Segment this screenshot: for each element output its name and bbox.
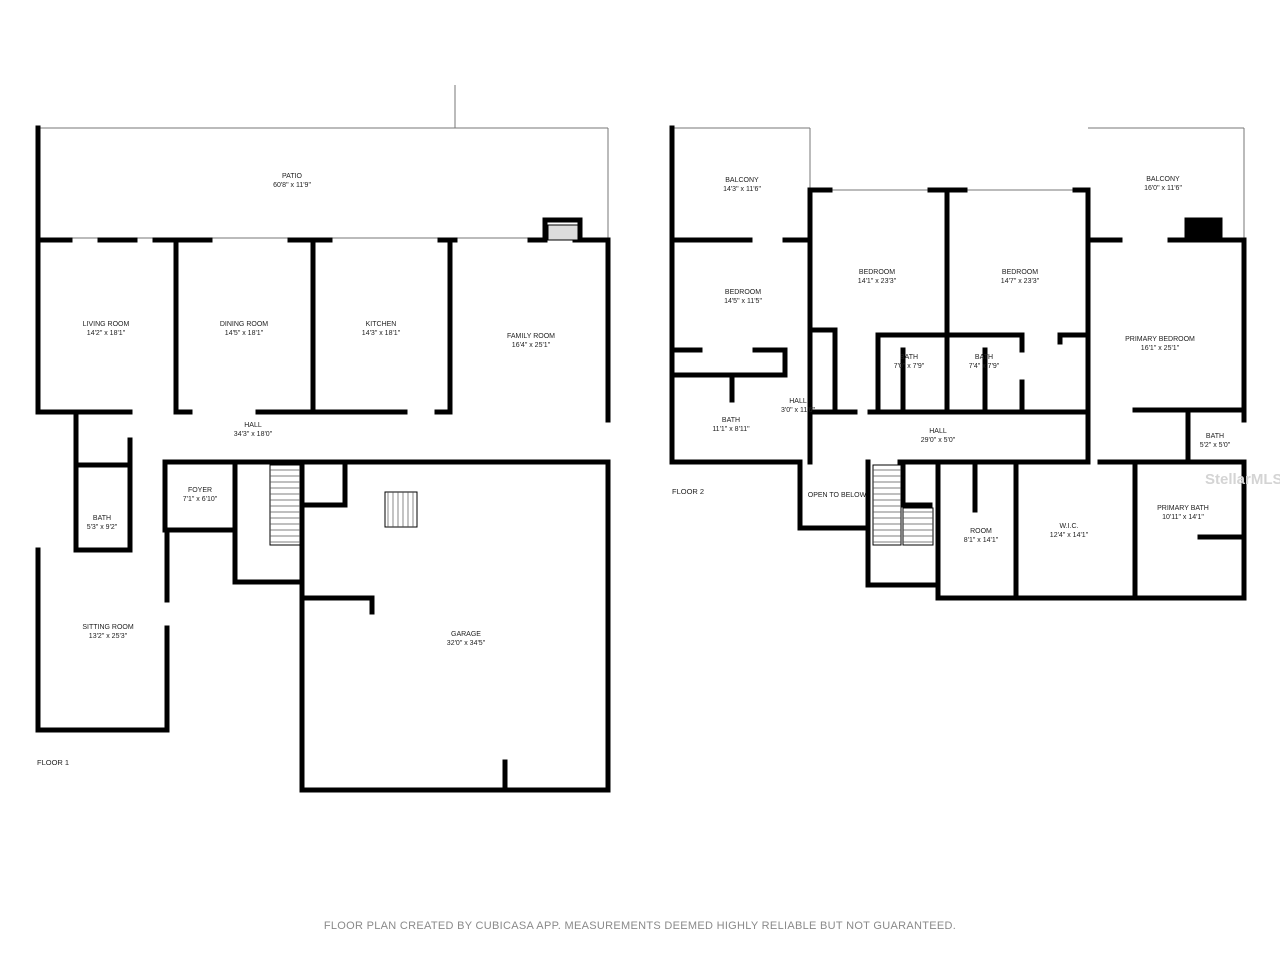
room-name: FAMILY ROOM: [507, 333, 555, 340]
room-name: PATIO: [282, 173, 303, 180]
room-name: BATH: [1206, 433, 1224, 440]
room-size: 14'3" x 18'1": [362, 330, 401, 337]
room-name: LIVING ROOM: [83, 321, 130, 328]
room-name: HALL: [929, 428, 947, 435]
room-name: BALCONY: [725, 177, 759, 184]
room-size: 16'4" x 25'1": [512, 342, 551, 349]
room-name: BATH: [900, 354, 918, 361]
room-size: 14'3" x 11'6": [723, 186, 761, 193]
room-name: BEDROOM: [725, 289, 761, 296]
room-size: 60'8" x 11'9": [273, 182, 311, 189]
room-size: 14'7" x 23'3": [1001, 278, 1040, 285]
room-size: 14'5" x 11'5": [724, 298, 762, 305]
room-size: 3'0" x 11'6": [781, 407, 815, 414]
room-size: 7'1" x 6'10": [183, 496, 218, 503]
room-name: GARAGE: [451, 631, 481, 638]
room-size: 7'0" x 7'9": [894, 363, 925, 370]
room-size: 12'4" x 14'1": [1050, 532, 1089, 539]
room-size: 14'2" x 18'1": [87, 330, 126, 337]
floor-2-label: FLOOR 2: [672, 487, 704, 496]
room-name: HALL: [789, 398, 807, 405]
room-label: HALL 34'3" x 18'0": [234, 422, 273, 438]
room-label: BEDROOM 14'5" x 11'5": [724, 289, 762, 305]
room-size: 34'3" x 18'0": [234, 431, 273, 438]
room-label: PRIMARY BATH 10'11" x 14'1": [1157, 505, 1209, 521]
staircase: [269, 464, 301, 546]
watermark-logo: StellarMLS: [1205, 471, 1280, 488]
room-name: OPEN TO BELOW: [808, 492, 867, 499]
room-label: BATH 5'2" x 5'0": [1200, 433, 1231, 449]
room-name: BEDROOM: [1002, 269, 1038, 276]
room-label: W.I.C. 12'4" x 14'1": [1050, 523, 1089, 539]
room-name: FOYER: [188, 487, 212, 494]
staircase: [902, 507, 934, 546]
room-size: 32'0" x 34'5": [447, 640, 486, 647]
staircase: [384, 491, 418, 528]
room-name: PRIMARY BATH: [1157, 505, 1209, 512]
room-label: GARAGE 32'0" x 34'5": [447, 631, 486, 647]
chimney: [1184, 217, 1223, 241]
room-size: 13'2" x 25'3": [89, 633, 128, 640]
room-label: BATH 11'1" x 8'11": [712, 417, 750, 433]
room-label: PATIO 60'8" x 11'9": [273, 173, 311, 189]
room-size: 5'3" x 9'2": [87, 524, 118, 531]
room-label: HALL 3'0" x 11'6": [781, 398, 815, 414]
room-name: BALCONY: [1146, 176, 1180, 183]
room-name: KITCHEN: [366, 321, 397, 328]
room-label: BATH 5'3" x 9'2": [87, 515, 118, 531]
room-name: HALL: [244, 422, 262, 429]
fireplace: [547, 224, 579, 241]
room-name: BATH: [93, 515, 111, 522]
room-label: SITTING ROOM 13'2" x 25'3": [82, 624, 134, 640]
room-name: BATH: [975, 354, 993, 361]
room-name: BEDROOM: [859, 269, 895, 276]
room-size: 7'4" x 7'9": [969, 363, 1000, 370]
room-size: 8'1" x 14'1": [964, 537, 999, 544]
room-size: 10'11" x 14'1": [1162, 514, 1204, 521]
room-name: ROOM: [970, 528, 992, 535]
room-label: BALCONY 16'0" x 11'6": [1144, 176, 1182, 192]
staircase: [872, 464, 902, 546]
room-label: HALL 29'0" x 5'0": [921, 428, 956, 444]
room-size: 14'1" x 23'3": [858, 278, 897, 285]
room-size: 14'5" x 18'1": [225, 330, 264, 337]
room-size: 16'0" x 11'6": [1144, 185, 1182, 192]
room-label: KITCHEN 14'3" x 18'1": [362, 321, 401, 337]
room-label: BEDROOM 14'1" x 23'3": [858, 269, 897, 285]
room-label: PRIMARY BEDROOM 16'1" x 25'1": [1125, 336, 1195, 352]
room-label: DINING ROOM 14'5" x 18'1": [220, 321, 268, 337]
room-label: FAMILY ROOM 16'4" x 25'1": [507, 333, 555, 349]
room-name: SITTING ROOM: [82, 624, 134, 631]
room-size: 29'0" x 5'0": [921, 437, 956, 444]
room-size: 11'1" x 8'11": [712, 426, 750, 433]
room-name: PRIMARY BEDROOM: [1125, 336, 1195, 343]
room-name: BATH: [722, 417, 740, 424]
room-size: 16'1" x 25'1": [1141, 345, 1180, 352]
room-label: BATH 7'0" x 7'9": [894, 354, 925, 370]
room-label: BALCONY 14'3" x 11'6": [723, 177, 761, 193]
room-label: LIVING ROOM 14'2" x 18'1": [83, 321, 130, 337]
room-label: OPEN TO BELOW: [808, 492, 867, 499]
room-label: BEDROOM 14'7" x 23'3": [1001, 269, 1040, 285]
disclaimer: FLOOR PLAN CREATED BY CUBICASA APP. MEAS…: [323, 920, 957, 932]
room-name: W.I.C.: [1059, 523, 1078, 530]
room-label: ROOM 8'1" x 14'1": [964, 528, 999, 544]
room-size: 5'2" x 5'0": [1200, 442, 1231, 449]
room-label: BATH 7'4" x 7'9": [969, 354, 1000, 370]
room-name: DINING ROOM: [220, 321, 268, 328]
floor-1-label: FLOOR 1: [37, 758, 69, 767]
room-label: FOYER 7'1" x 6'10": [183, 487, 218, 503]
